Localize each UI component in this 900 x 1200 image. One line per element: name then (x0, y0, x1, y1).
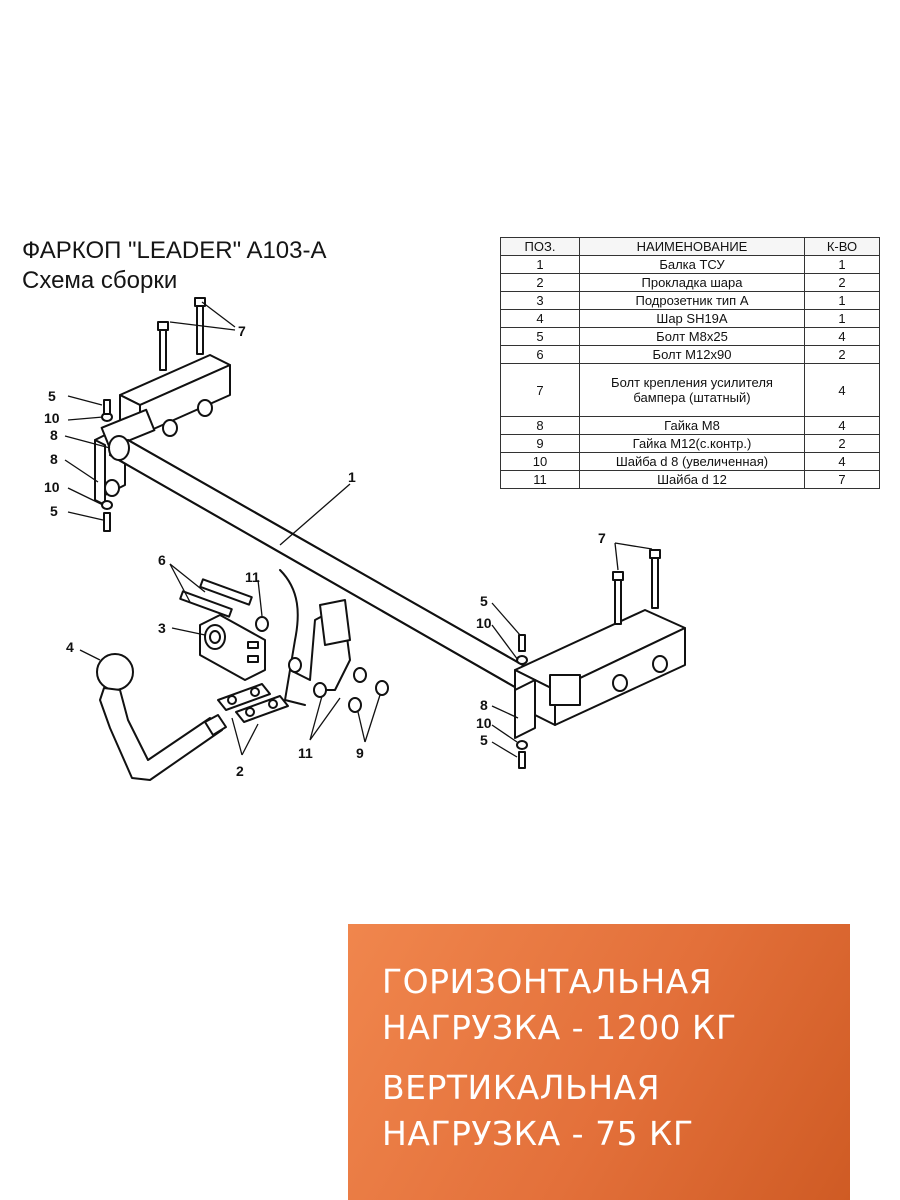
spacer-plates (217, 683, 289, 723)
row-pos: 10 (500, 452, 580, 471)
bolts-bumper (157, 297, 661, 625)
table-row: 3 Подрозетник тип А 1 (500, 291, 880, 310)
row-qty: 7 (804, 470, 880, 489)
socket-holder (199, 614, 266, 681)
callout-10: 10 (476, 715, 492, 731)
diagram-subtitle: Схема сборки (22, 267, 178, 294)
washers-and-nuts (101, 412, 528, 750)
callout-9: 9 (356, 745, 364, 761)
leader-lines (64, 301, 653, 758)
table-row: 1 Балка ТСУ 1 (500, 255, 880, 274)
callout-3: 3 (158, 620, 166, 636)
table-row: 4 Шар SH19A 1 (500, 309, 880, 328)
row-name: Прокладка шара (579, 273, 805, 292)
callout-labels: 1 7 5 10 8 8 10 5 6 11 3 4 2 11 9 7 5 10… (44, 323, 606, 779)
table-row: 2 Прокладка шара 2 (500, 273, 880, 292)
bolts-m8 (103, 399, 526, 769)
callout-4: 4 (66, 639, 74, 655)
callout-5: 5 (480, 732, 488, 748)
callout-8: 8 (50, 427, 58, 443)
callout-5: 5 (50, 503, 58, 519)
callout-7: 7 (238, 323, 246, 339)
parts-table: ПОЗ. НАИМЕНОВАНИЕ К-ВО 1 Балка ТСУ 1 2 П… (500, 237, 880, 489)
row-name: Подрозетник тип А (579, 291, 805, 310)
header-name: НАИМЕНОВАНИЕ (579, 237, 805, 256)
row-name: Гайка M8 (579, 416, 805, 435)
callout-2: 2 (236, 763, 244, 779)
callout-8: 8 (50, 451, 58, 467)
callout-10: 10 (44, 410, 60, 426)
row-pos: 11 (500, 470, 580, 489)
table-row: 10 Шайба d 8 (увеличенная) 4 (500, 452, 880, 471)
parts-table-header: ПОЗ. НАИМЕНОВАНИЕ К-ВО (500, 237, 880, 256)
table-row: 6 Болт M12x90 2 (500, 345, 880, 364)
header-qty: К-ВО (804, 237, 880, 256)
row-qty: 4 (804, 452, 880, 471)
callout-5: 5 (480, 593, 488, 609)
diagram-title: ФАРКОП "LEADER" A103-A (22, 237, 327, 264)
table-row: 9 Гайка M12(с.контр.) 2 (500, 434, 880, 453)
banner-line-2: НАГРУЗКА - 1200 КГ (382, 1008, 737, 1047)
table-row: 8 Гайка M8 4 (500, 416, 880, 435)
row-name: Шайба d 12 (579, 470, 805, 489)
tow-ball (96, 653, 227, 781)
callout-10: 10 (476, 615, 492, 631)
callout-6: 6 (158, 552, 166, 568)
callout-11: 11 (298, 745, 313, 761)
callout-1: 1 (348, 469, 356, 485)
assembly-drawing: 1 7 5 10 8 8 10 5 6 11 3 4 2 11 9 7 5 10… (0, 0, 686, 781)
table-row: 7 Болт крепления усилителя бампера (штат… (500, 363, 880, 417)
banner-line-1: ГОРИЗОНТАЛЬНАЯ (382, 962, 713, 1001)
right-bracket (514, 609, 686, 739)
callout-10: 10 (44, 479, 60, 495)
banner-line-4: НАГРУЗКА - 75 КГ (382, 1114, 694, 1153)
callout-11: 11 (245, 569, 260, 585)
callout-5: 5 (48, 388, 56, 404)
load-banner: ГОРИЗОНТАЛЬНАЯ НАГРУЗКА - 1200 КГ ВЕРТИК… (348, 924, 850, 1200)
row-name: Болт крепления усилителя бампера (штатны… (579, 363, 805, 417)
left-bracket (0, 0, 231, 506)
center-bracket (279, 569, 351, 706)
banner-line-3: ВЕРТИКАЛЬНАЯ (382, 1068, 661, 1107)
bolts-m12 (179, 578, 253, 618)
row-pos: 7 (500, 363, 580, 417)
callout-8: 8 (480, 697, 488, 713)
table-row: 11 Шайба d 12 7 (500, 470, 880, 489)
callout-7: 7 (598, 530, 606, 546)
